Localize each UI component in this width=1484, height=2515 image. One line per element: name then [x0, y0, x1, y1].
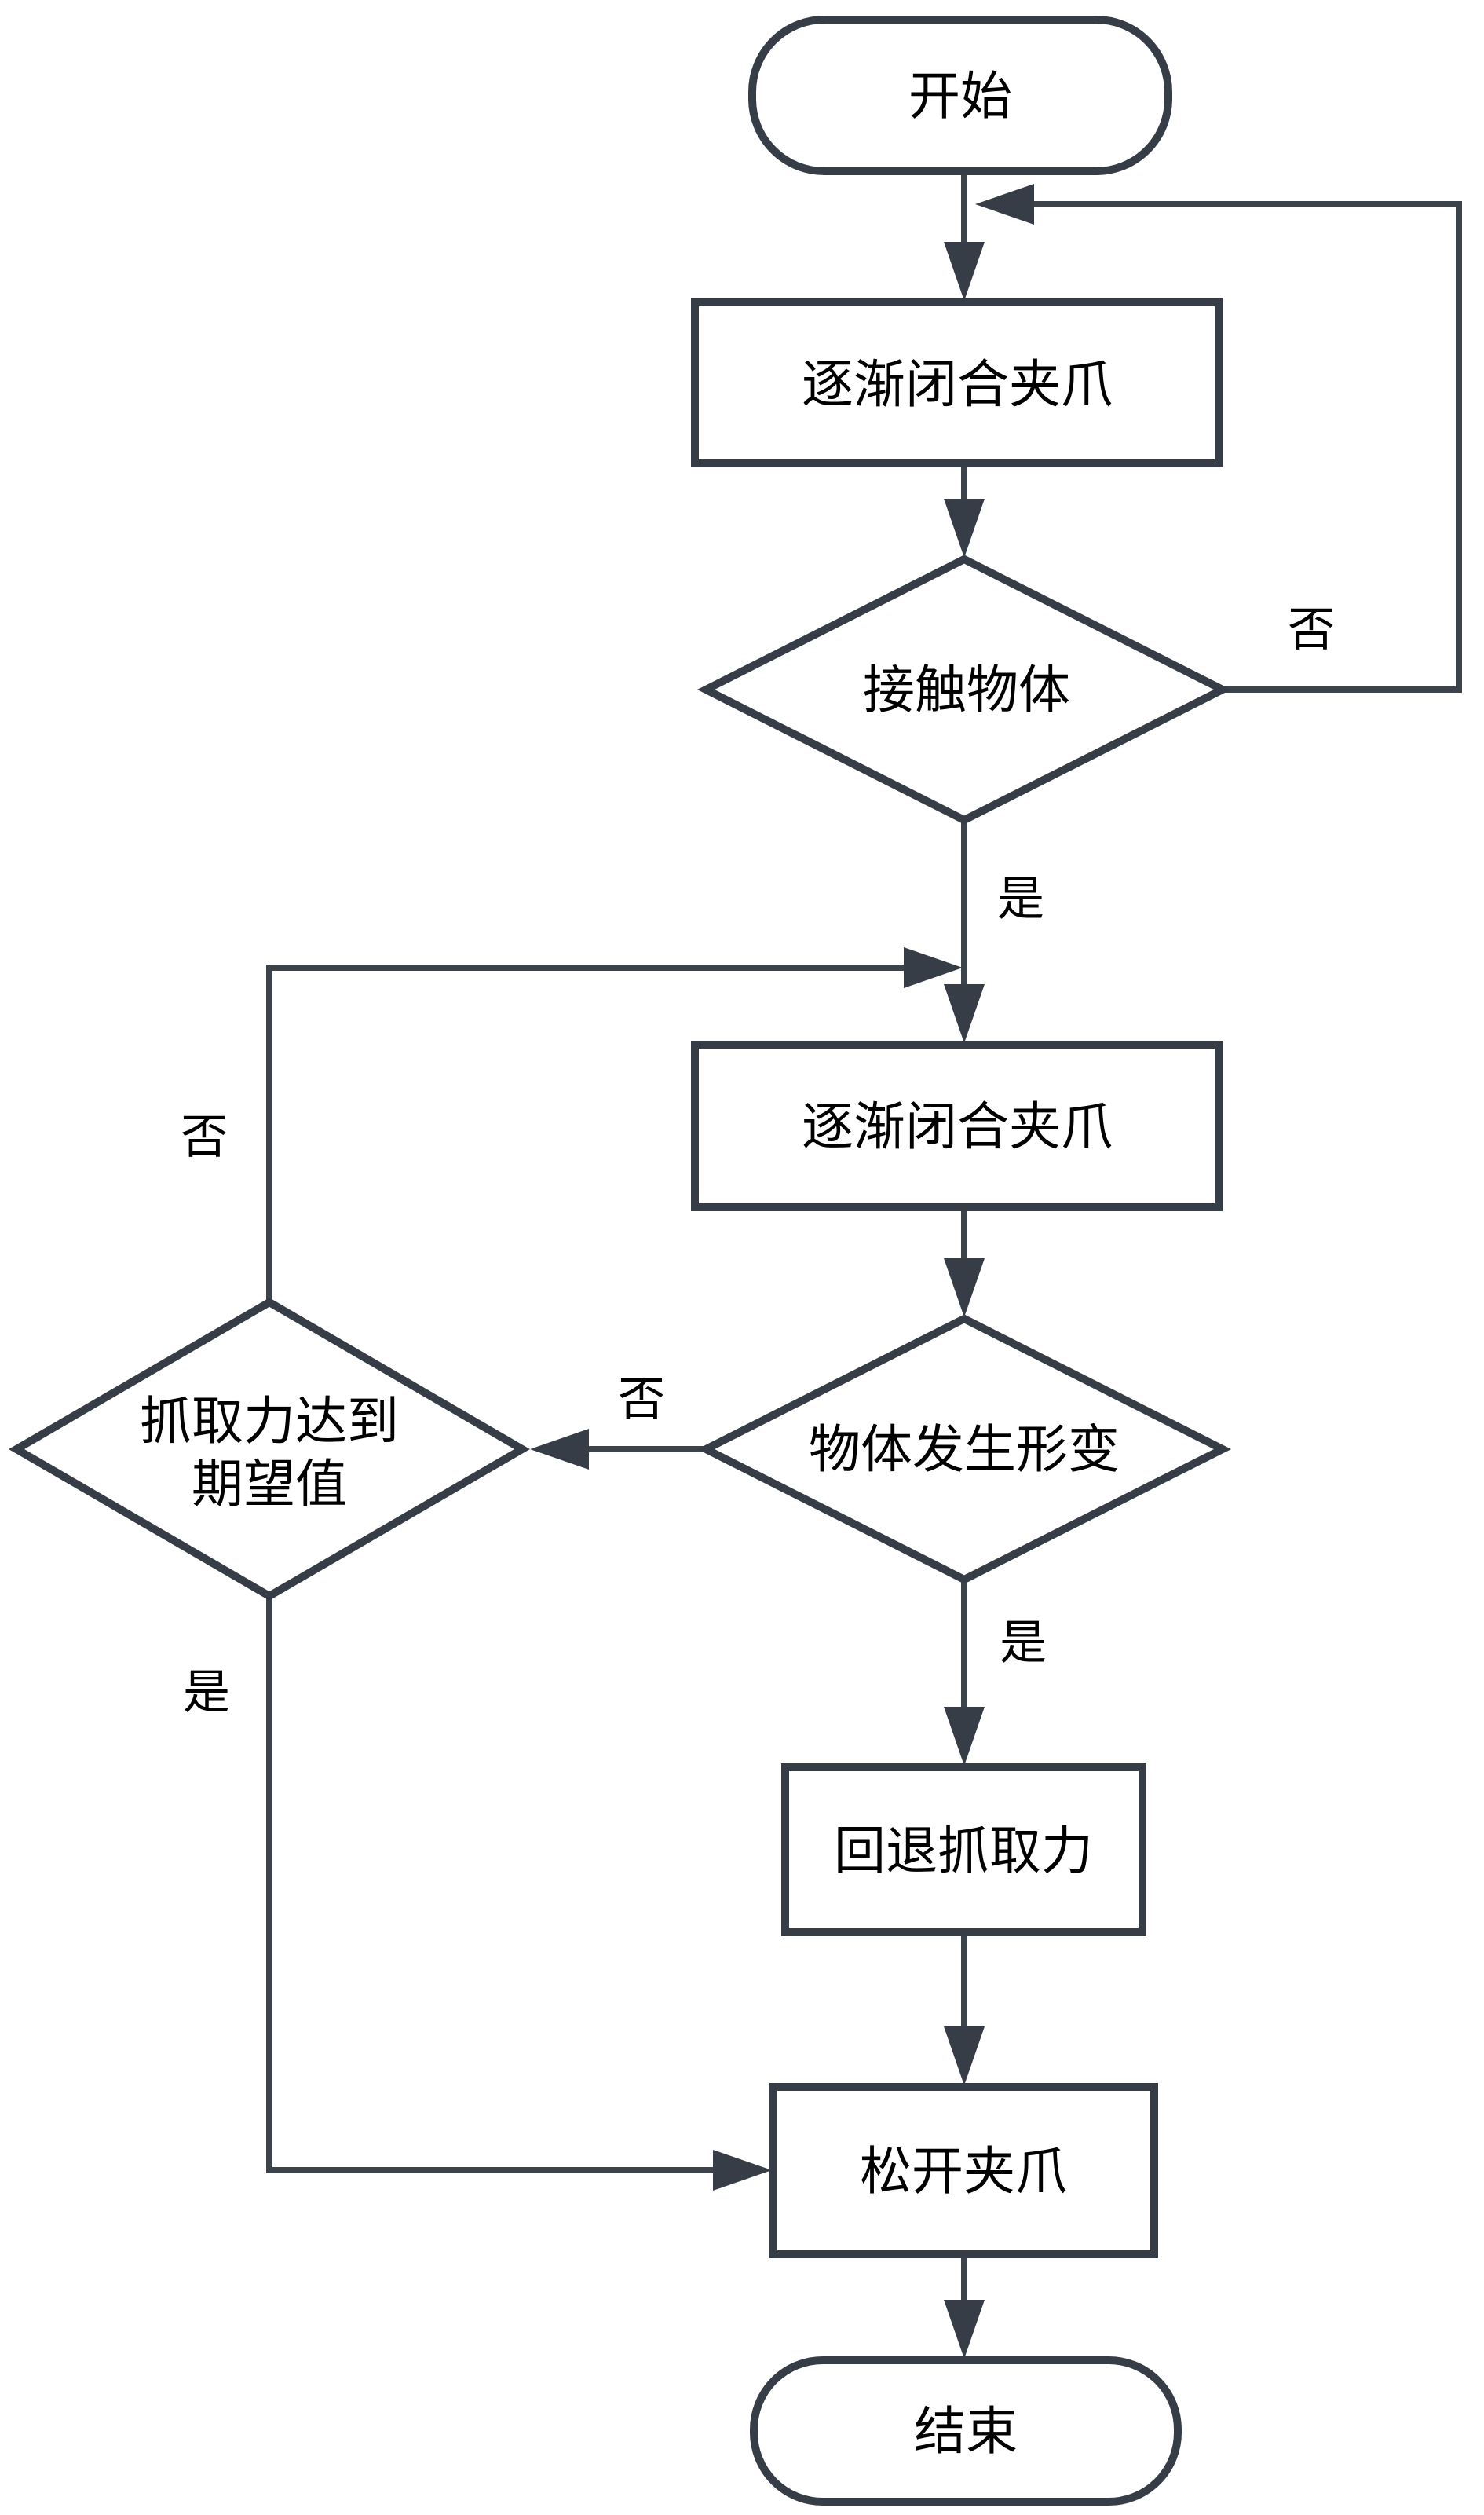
- label-deformation-yes: 是: [1000, 1617, 1047, 1669]
- edge-contact-no-loop: 否: [975, 184, 1462, 693]
- edge-close2-to-deformation: [944, 1207, 985, 1317]
- process-shape: [769, 2083, 1158, 2258]
- end-label: 结束: [914, 2403, 1018, 2461]
- arrowhead-left-icon: [975, 184, 1034, 225]
- decision-shape: [696, 1314, 1232, 1584]
- decision-contact-object: 接触物体: [696, 555, 1232, 825]
- decision-object-deformation: 物体发生形变: [696, 1314, 1232, 1584]
- grip-force-expected-label-line2: 期望值: [192, 1456, 347, 1514]
- end-shape: [750, 2356, 1182, 2506]
- label-contact-no: 否: [1288, 604, 1335, 656]
- object-deformation-label: 物体发生形变: [809, 1422, 1120, 1479]
- step-close-gripper-2: 逐渐闭合夹爪: [691, 1041, 1223, 1211]
- arrowhead-right-icon: [904, 947, 963, 988]
- edge-segment: [1032, 201, 1462, 693]
- start-shape: [748, 16, 1172, 175]
- decision-shape: [9, 1298, 530, 1601]
- label-force-yes: 是: [183, 1667, 230, 1719]
- edge-release-to-end: [944, 2254, 985, 2359]
- arrowhead-down-icon: [944, 2026, 985, 2085]
- edge-segment: [266, 1596, 718, 2173]
- arrowhead-down-icon: [944, 1258, 985, 1317]
- decision-grip-force-expected: 抓取力达到 期望值: [9, 1298, 530, 1601]
- close-gripper-1-label: 逐渐闭合夹爪: [802, 357, 1113, 414]
- arrowhead-left-icon: [530, 1429, 589, 1470]
- end-node: 结束: [750, 2356, 1182, 2506]
- arrowhead-down-icon: [944, 1707, 985, 1766]
- step-release-gripper: 松开夹爪: [769, 2083, 1158, 2258]
- edge-start-to-close1: [944, 171, 985, 301]
- release-gripper-label: 松开夹爪: [860, 2143, 1067, 2201]
- edge-deformation-yes: 是: [944, 1580, 1047, 1766]
- step-reduce-grip-force: 回退抓取力: [781, 1763, 1146, 1936]
- grip-force-expected-label-line1: 抓取力达到: [140, 1393, 399, 1451]
- step-close-gripper-1: 逐渐闭合夹爪: [691, 298, 1223, 467]
- edge-deformation-no: 否: [530, 1374, 706, 1470]
- label-deformation-no: 否: [618, 1374, 665, 1426]
- arrowhead-down-icon: [944, 984, 985, 1043]
- edge-force-no-junction: 否: [181, 947, 963, 1302]
- label-contact-yes: 是: [997, 873, 1044, 925]
- process-shape: [781, 1763, 1146, 1936]
- contact-object-label: 接触物体: [863, 662, 1070, 719]
- edge-reduce-to-release: [944, 1932, 985, 2085]
- arrowhead-down-icon: [944, 499, 985, 558]
- edge-segment: [266, 965, 909, 1302]
- process-shape: [691, 298, 1223, 467]
- start-label: 开始: [908, 68, 1012, 126]
- decision-shape: [696, 555, 1232, 825]
- label-force-no: 否: [181, 1111, 228, 1163]
- close-gripper-2-label: 逐渐闭合夹爪: [802, 1099, 1113, 1156]
- arrowhead-down-icon: [944, 242, 985, 301]
- edge-force-yes: 是: [183, 1596, 772, 2191]
- process-shape: [691, 1041, 1223, 1211]
- reduce-grip-force-label: 回退抓取力: [834, 1823, 1093, 1880]
- edge-close1-to-contact: [944, 463, 985, 558]
- start-node: 开始: [748, 16, 1172, 175]
- arrowhead-right-icon: [713, 2150, 772, 2191]
- arrowhead-down-icon: [944, 2300, 985, 2359]
- edge-contact-yes: 是: [944, 820, 1044, 1043]
